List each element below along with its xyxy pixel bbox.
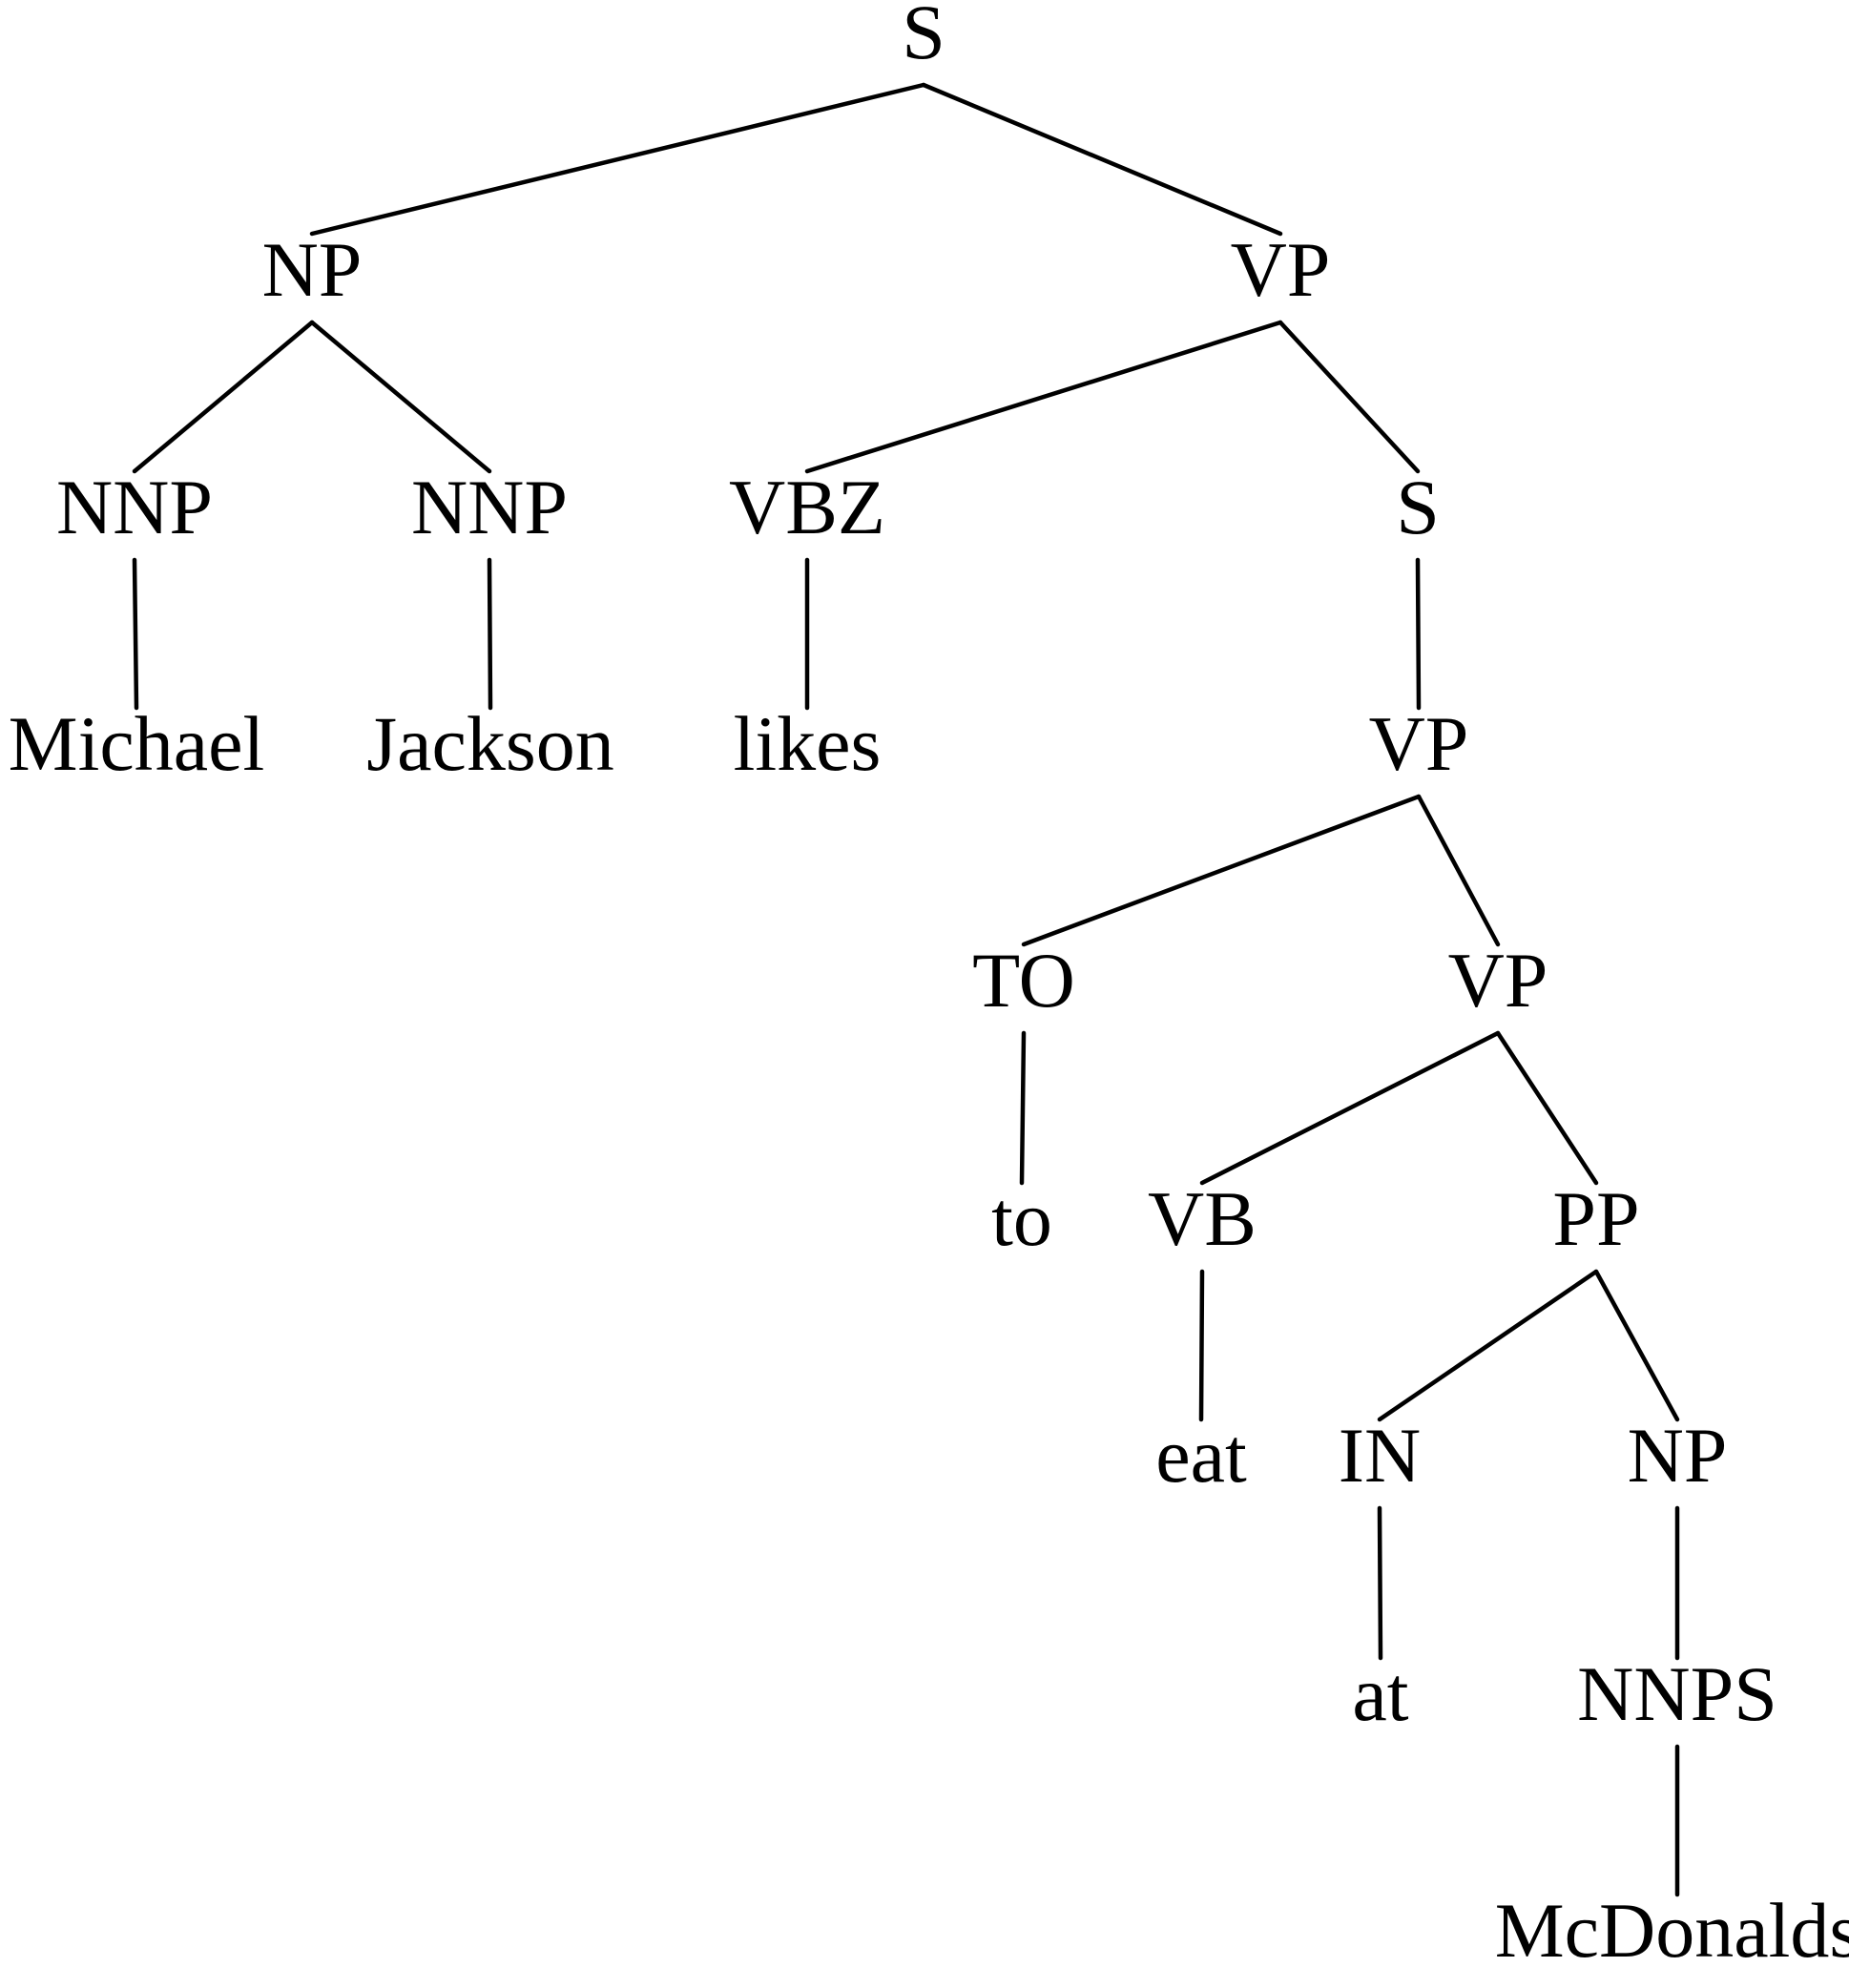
tree-edge (309, 82, 926, 237)
tree-edge (1019, 1030, 1027, 1186)
tree-labels: S NP VP NNP NNP VBZ S Michael Jackson li… (9, 0, 1849, 1974)
word-eat: eat (1155, 1412, 1247, 1499)
tree-edge (804, 320, 1283, 474)
tree-edge (1377, 1269, 1599, 1422)
node-pp: PP (1552, 1175, 1639, 1262)
word-jackson: Jackson (366, 700, 614, 787)
node-np-object: NP (1628, 1412, 1728, 1499)
word-mcdonalds: McDonalds (1495, 1887, 1849, 1974)
tree-edge (1198, 1269, 1205, 1422)
tree-edge (1415, 557, 1422, 711)
node-in: IN (1339, 1412, 1422, 1499)
node-vp-main: VP (1231, 226, 1331, 313)
tree-edge (1495, 1030, 1599, 1186)
node-vp-inner: VP (1448, 937, 1548, 1024)
tree-edges (132, 82, 1680, 1897)
node-nnp-1: NNP (56, 464, 213, 550)
tree-edge (309, 320, 492, 474)
tree-edge (1416, 794, 1501, 947)
node-to: TO (972, 937, 1075, 1024)
node-nnps: NNPS (1577, 1650, 1777, 1737)
tree-edge (1593, 1269, 1680, 1422)
node-np-subject: NP (262, 226, 363, 313)
word-to: to (991, 1175, 1052, 1262)
node-nnp-2: NNP (411, 464, 568, 550)
tree-edge (132, 557, 139, 711)
node-vb: VB (1148, 1175, 1257, 1262)
word-likes: likes (734, 700, 882, 787)
tree-edge (921, 82, 1283, 237)
tree-edge (132, 320, 315, 474)
tree-edge (487, 557, 493, 711)
word-michael: Michael (9, 700, 265, 787)
word-at: at (1352, 1650, 1408, 1737)
tree-edge (1377, 1505, 1383, 1661)
tree-edge (1278, 320, 1421, 474)
node-s-root: S (902, 0, 945, 75)
tree-edge (1021, 794, 1422, 947)
node-vp-infinitive: VP (1369, 700, 1469, 787)
node-vbz: VBZ (729, 464, 885, 550)
node-s-embedded: S (1396, 464, 1440, 550)
tree-edge (1199, 1030, 1501, 1186)
